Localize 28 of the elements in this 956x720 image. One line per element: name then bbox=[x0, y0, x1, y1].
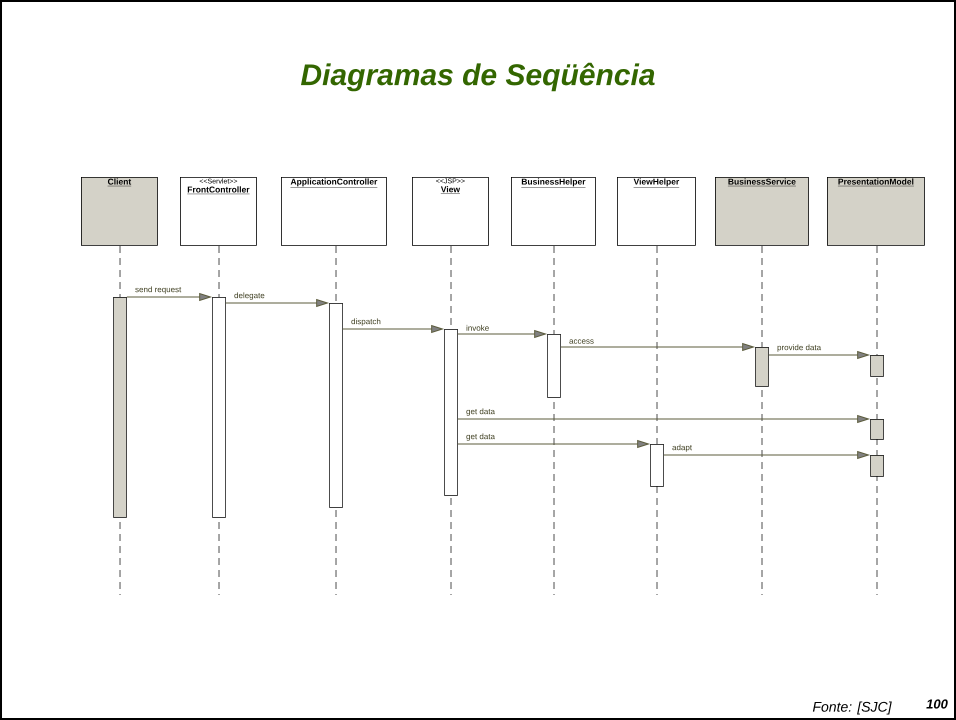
participant-box: BusinessService bbox=[715, 177, 809, 246]
activation-bar bbox=[212, 297, 226, 518]
activation-bar bbox=[650, 444, 664, 487]
edge-label: adapt bbox=[672, 444, 692, 452]
edge-label: get data bbox=[466, 408, 495, 416]
activation-bar bbox=[329, 303, 343, 508]
edge-label: dispatch bbox=[351, 318, 380, 326]
participant-box: ApplicationController bbox=[281, 177, 387, 246]
activation-bar bbox=[870, 419, 884, 440]
participant-box: Client bbox=[81, 177, 158, 246]
edge-label: delegate bbox=[234, 292, 264, 300]
edge-label: provide data bbox=[778, 344, 822, 352]
page-number: 100 bbox=[926, 699, 948, 709]
edge-label: invoke bbox=[466, 324, 489, 331]
edge-label: send request bbox=[135, 286, 182, 294]
activation-bar bbox=[113, 297, 127, 518]
slide-title: Diagramas de Seqüência bbox=[300, 62, 655, 92]
activation-bar bbox=[755, 347, 769, 387]
edge-label: access bbox=[569, 339, 594, 344]
participant-box: BusinessHelper bbox=[511, 177, 596, 246]
participant-box: ViewHelper bbox=[617, 177, 696, 246]
activation-bar bbox=[870, 455, 884, 477]
activation-bar bbox=[444, 329, 458, 496]
participant-box: PresentationModel bbox=[827, 177, 925, 246]
activation-bar bbox=[547, 334, 561, 398]
edge-label: get data bbox=[466, 433, 495, 441]
activation-bar bbox=[870, 355, 884, 377]
source-note: Fonte: [SJC] bbox=[812, 701, 892, 715]
